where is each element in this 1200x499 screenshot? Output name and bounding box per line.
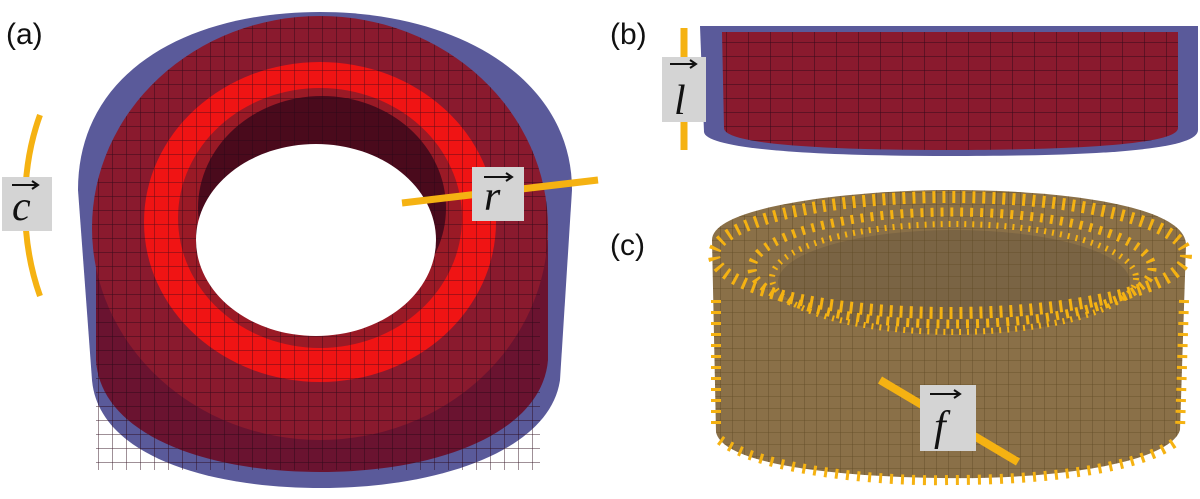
vector-f-box — [920, 385, 976, 451]
vector-r-label: r — [484, 174, 501, 220]
center-hole — [196, 144, 436, 336]
vector-c-label: c — [12, 184, 31, 230]
panel-c: f (c) — [610, 190, 1192, 486]
panel-label-a: (a) — [6, 18, 43, 51]
panel-label-c: (c) — [610, 229, 645, 262]
vector-l-label: l — [674, 78, 686, 124]
panel-a: c r (a) — [2, 12, 599, 488]
panel-label-b: (b) — [610, 18, 647, 51]
panel-b: l (b) — [610, 18, 1198, 156]
vector-l-box — [662, 57, 706, 122]
